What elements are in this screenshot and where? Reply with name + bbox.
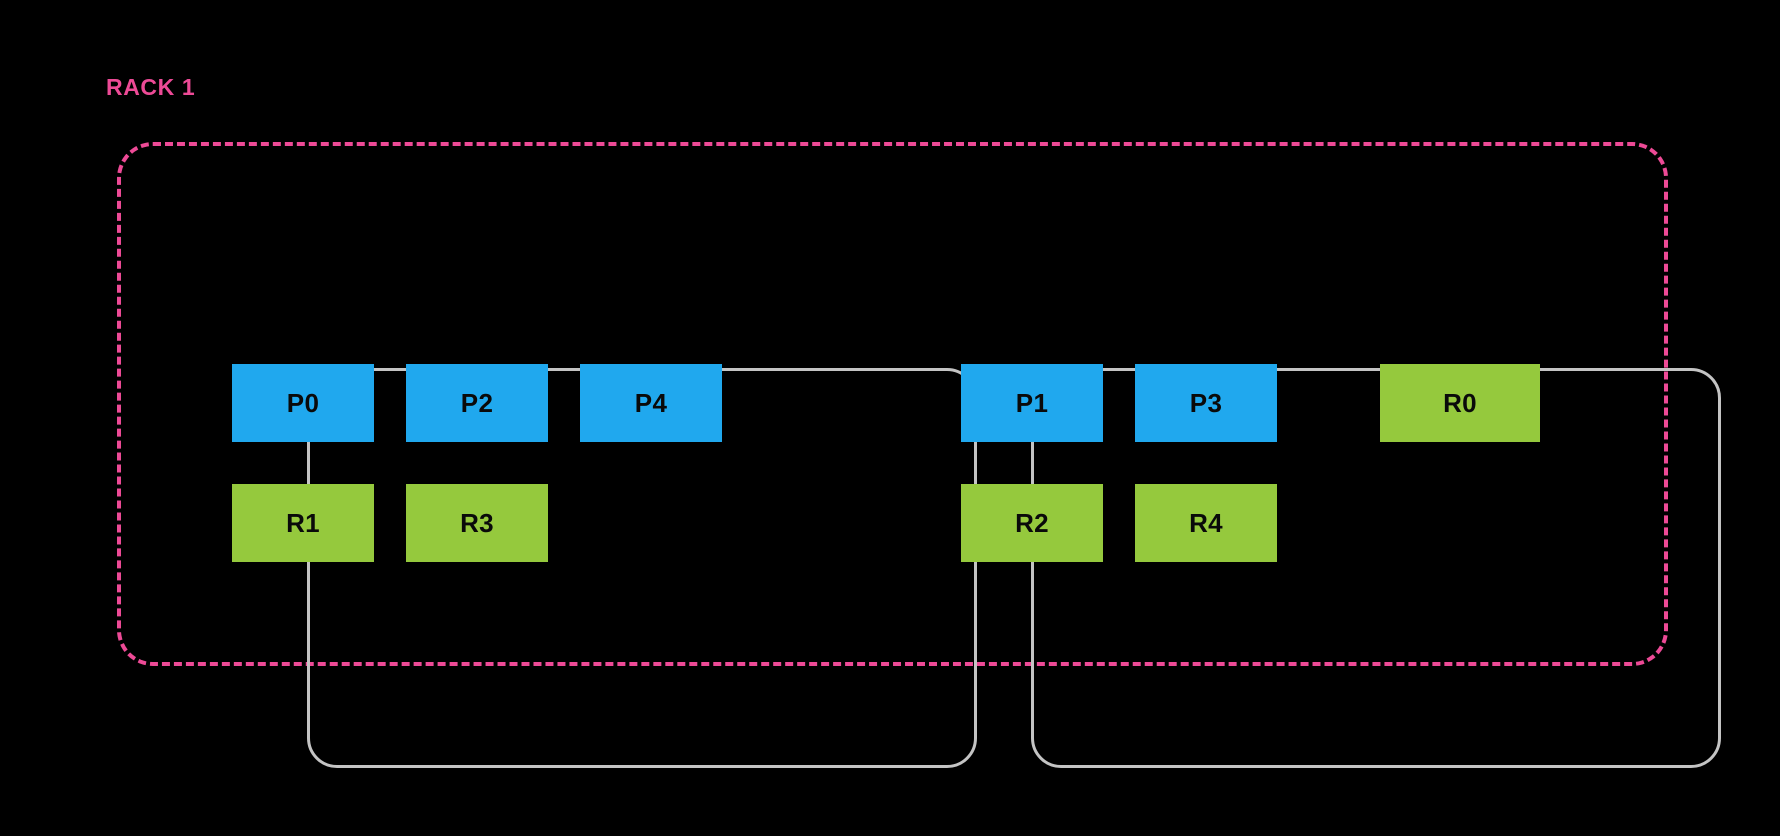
partition-chip-p0[interactable]: P0	[232, 364, 374, 442]
partition-chip-p1[interactable]: P1	[961, 364, 1103, 442]
partition-chip-p3[interactable]: P3	[1135, 364, 1277, 442]
replica-chip-r4[interactable]: R4	[1135, 484, 1277, 562]
replica-chip-r0[interactable]: R0	[1380, 364, 1540, 442]
replica-chip-r3[interactable]: R3	[406, 484, 548, 562]
replica-chip-r1[interactable]: R1	[232, 484, 374, 562]
node-box-2	[1031, 368, 1721, 768]
replica-chip-r2[interactable]: R2	[961, 484, 1103, 562]
partition-chip-p4[interactable]: P4	[580, 364, 722, 442]
rack-label: RACK 1	[106, 74, 196, 100]
partition-chip-p2[interactable]: P2	[406, 364, 548, 442]
rack-container-rack-1	[117, 142, 1721, 768]
